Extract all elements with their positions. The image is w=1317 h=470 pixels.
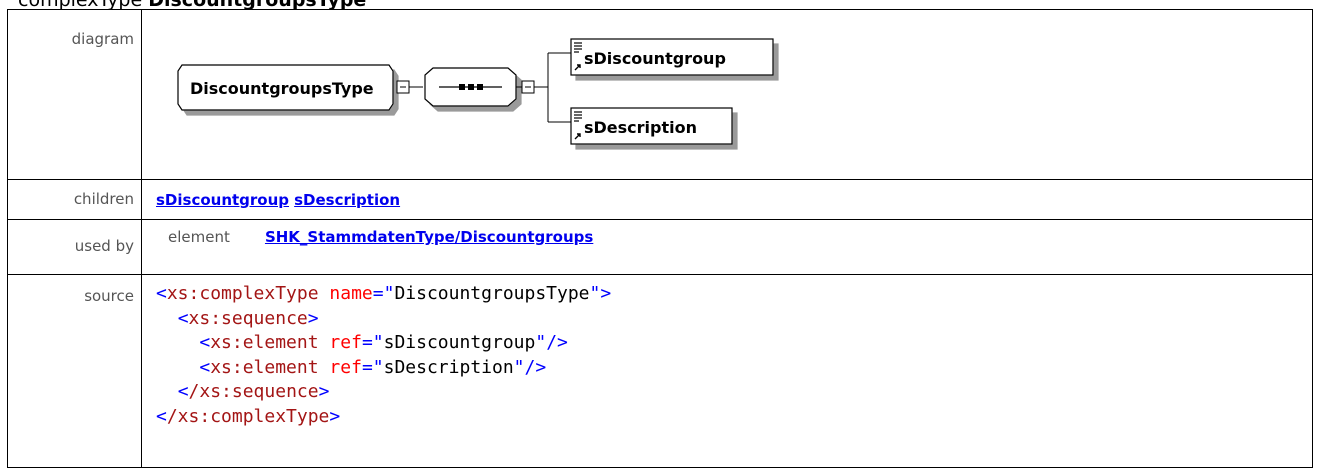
source-row: source <xs:complexType name="Discountgro… bbox=[8, 275, 1312, 467]
used-by-link[interactable]: SHK_StammdatenType/Discountgroups bbox=[264, 228, 594, 246]
child-link-sdiscountgroup[interactable]: sDiscountgroup bbox=[156, 191, 290, 209]
used-by-entry: element SHK_StammdatenType/Discountgroup… bbox=[168, 227, 593, 246]
children-label: children bbox=[73, 190, 134, 208]
used-by-label: used by bbox=[74, 237, 134, 255]
reference-arrow-icon bbox=[574, 64, 581, 71]
row-divider bbox=[8, 179, 1312, 180]
children-row: children sDiscountgroup sDescription bbox=[8, 180, 1312, 219]
diagram-row: diagram DiscountgroupsType bbox=[8, 10, 1312, 179]
children-list: sDiscountgroup sDescription bbox=[156, 190, 400, 209]
heading-kind: complexType bbox=[18, 0, 143, 11]
code-line-1: <xs:complexType name="DiscountgroupsType… bbox=[156, 283, 612, 304]
list-icon bbox=[574, 111, 582, 122]
row-divider bbox=[8, 274, 1312, 275]
sequence-node[interactable] bbox=[424, 67, 517, 107]
page-heading: complexType DiscountgroupsType bbox=[18, 0, 367, 11]
code-line-4: <xs:element ref="sDescription"/> bbox=[199, 356, 547, 378]
element-node-sdescription[interactable]: sDescription bbox=[570, 107, 733, 145]
used-by-kind: element bbox=[168, 228, 230, 246]
code-line-2: <xs:sequence> bbox=[177, 307, 319, 329]
element-label: sDiscountgroup bbox=[584, 49, 726, 68]
heading-name: DiscountgroupsType bbox=[148, 0, 367, 11]
type-node[interactable]: DiscountgroupsType bbox=[177, 64, 394, 111]
element-node-sdiscountgroup[interactable]: sDiscountgroup bbox=[570, 38, 774, 76]
reference-arrow-icon bbox=[574, 133, 581, 140]
list-icon bbox=[574, 42, 582, 53]
used-by-row: used by element SHK_StammdatenType/Disco… bbox=[8, 220, 1312, 274]
source-code: <xs:complexType name="DiscountgroupsType… bbox=[156, 282, 611, 429]
schema-table: diagram DiscountgroupsType bbox=[7, 9, 1313, 468]
element-label: sDescription bbox=[584, 118, 697, 137]
code-line-3: <xs:element ref="sDiscountgroup"/> bbox=[199, 332, 568, 353]
row-divider bbox=[8, 219, 1312, 220]
code-line-5: </xs:sequence> bbox=[177, 381, 330, 402]
source-label: source bbox=[84, 287, 134, 305]
type-node-label: DiscountgroupsType bbox=[190, 79, 374, 98]
schema-diagram: DiscountgroupsType bbox=[177, 38, 774, 145]
child-link-sdescription[interactable]: sDescription bbox=[294, 191, 401, 209]
code-line-6: </xs:complexType> bbox=[156, 405, 341, 427]
diagram-label: diagram bbox=[71, 30, 134, 48]
column-divider bbox=[141, 10, 142, 467]
